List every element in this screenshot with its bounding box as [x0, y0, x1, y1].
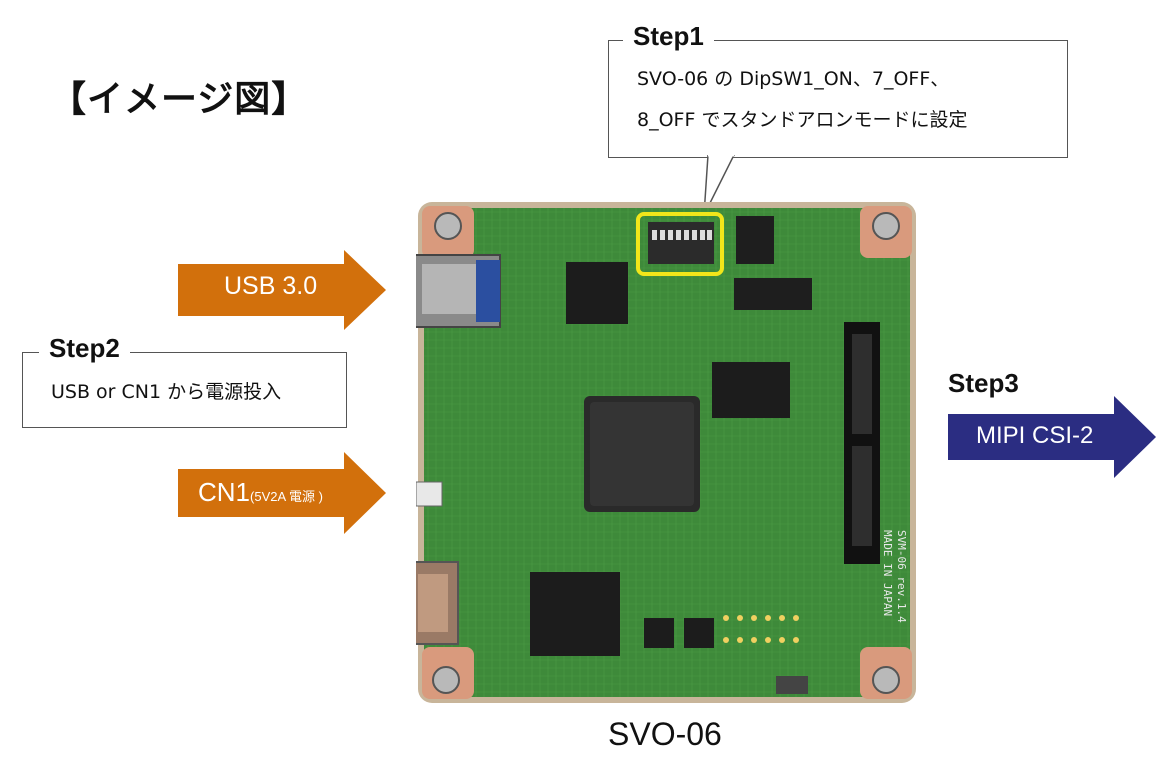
cn1-arrow: CN1(5V2A 電源 ) [178, 452, 386, 534]
step1-callout: Step1 SVO-06 の DipSW1_ON、7_OFF、 8_OFF でス… [608, 21, 1068, 158]
cn1-arrow-label: CN1(5V2A 電源 ) [198, 477, 323, 508]
svg-text:SVM-06 rev.1.4: SVM-06 rev.1.4 [895, 530, 908, 623]
mipi-arrow: MIPI CSI-2 [948, 396, 1156, 478]
step2-callout: Step2 USB or CN1 から電源投入 [22, 333, 347, 428]
step1-line1: SVO-06 の DipSW1_ON、7_OFF、 [637, 68, 950, 90]
usb-arrow-label: USB 3.0 [224, 272, 318, 300]
step3-heading: Step3 [948, 368, 1019, 398]
svo06-board-image: SVM-06 rev.1.4 MADE IN JAPAN [416, 202, 916, 703]
page-title: 【イメージ図】 [50, 79, 309, 120]
step2-heading: Step2 [39, 333, 130, 364]
cn1-arrow-shape [178, 452, 386, 534]
cn1-label-main: CN1 [198, 477, 251, 507]
step1-pointer [703, 155, 735, 216]
step2-text: USB or CN1 から電源投入 [51, 381, 282, 403]
step1-text: SVO-06 の DipSW1_ON、7_OFF、 8_OFF でスタンドアロン… [637, 59, 967, 141]
cn1-label-sub: (5V2A 電源 ) [250, 489, 323, 504]
usb-arrow-shape [178, 250, 386, 330]
board-name: SVO-06 [608, 716, 722, 752]
step1-heading: Step1 [623, 21, 714, 52]
mipi-arrow-label: MIPI CSI-2 [976, 422, 1094, 449]
usb-arrow: USB 3.0 [178, 250, 386, 330]
mipi-arrow-shape [948, 396, 1156, 478]
step1-line2: 8_OFF でスタンドアロンモードに設定 [637, 109, 968, 131]
svg-text:MADE IN JAPAN: MADE IN JAPAN [881, 530, 894, 616]
